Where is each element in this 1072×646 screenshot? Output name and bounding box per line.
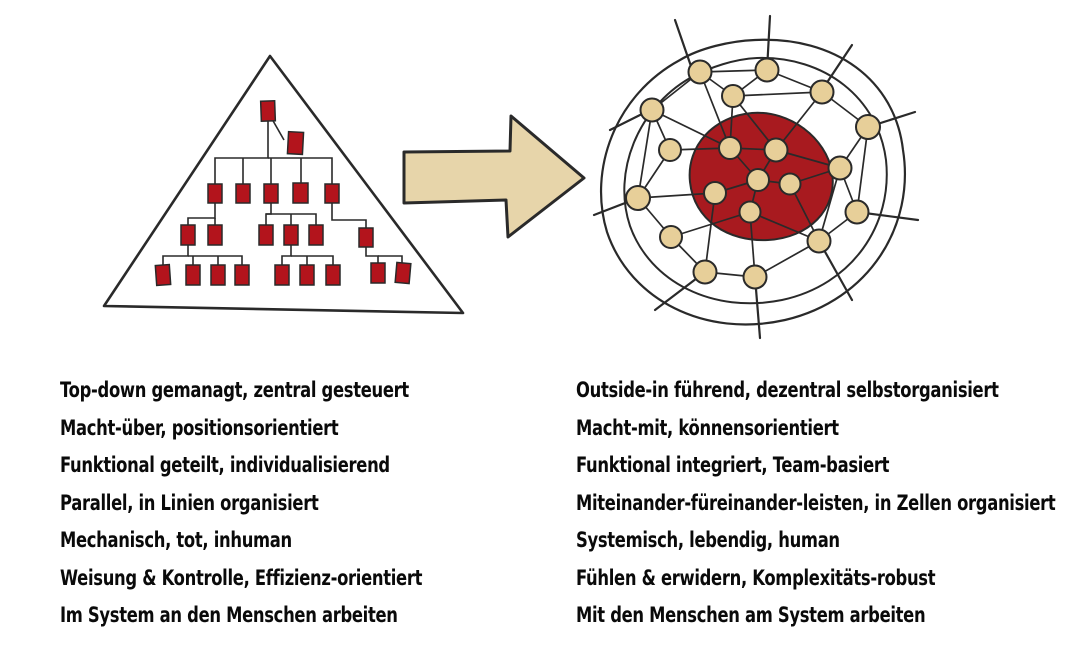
network-characteristics-list: Outside-in führend, dezentral selbstorga… [576,372,1072,635]
list-item: Outside-in führend, dezentral selbstorga… [576,378,999,402]
list-item: Top-down gemanagt, zentral gesteuert [60,378,409,402]
list-item: Fühlen & erwidern, Komplexitäts-robust [576,565,936,590]
list-item: Mit den Menschen am System arbeiten [576,603,926,627]
list-item: Funktional geteilt, individualisierend [60,453,390,477]
list-item: Parallel, in Linien organisiert [60,490,319,515]
list-item: Miteinander-füreinander-leisten, in Zell… [576,490,1056,515]
list-item: Im System an den Menschen arbeiten [60,603,398,627]
list-item: Mechanisch, tot, inhuman [60,528,292,552]
diagram-svg [102,14,920,340]
pyramid-org-chart-icon [102,54,465,315]
list-item: Macht-über, positionsorientiert [60,415,339,440]
diagram-area [102,14,920,340]
list-item: Funktional integriert, Team-basiert [576,453,890,477]
cellular-network-icon [592,14,920,340]
hierarchy-characteristics-list: Top-down gemanagt, zentral gesteuert Mac… [60,372,524,635]
right-arrow-icon [402,114,586,239]
list-item: Systemisch, lebendig, human [576,528,840,552]
list-item: Macht-mit, könnensorientiert [576,415,839,440]
list-item: Weisung & Kontrolle, Effizienz-orientier… [60,565,423,590]
